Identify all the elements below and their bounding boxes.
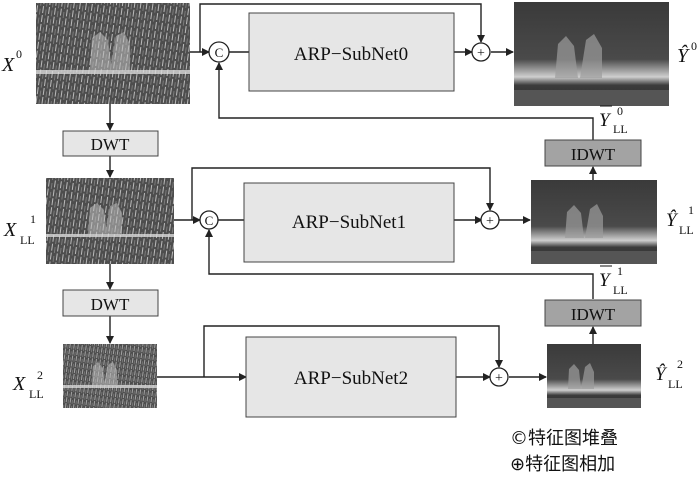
idwt1-box: IDWT: [544, 299, 642, 327]
subnet1-label: ARP−SubNet1: [292, 212, 406, 233]
label-x2-sup: 2: [37, 368, 43, 382]
add-node-level0: +: [471, 42, 491, 62]
label-ybar1-sub: LL: [613, 283, 628, 297]
label-ybar1-sup: 1: [617, 264, 623, 278]
feedback-level0: [215, 62, 594, 140]
input-image-x2: [63, 344, 157, 408]
output-image-y1: [531, 180, 657, 264]
dwt1-box: DWT: [62, 130, 159, 157]
add-node-level1: +: [480, 210, 500, 230]
label-ybar0-sub: LL: [613, 122, 628, 136]
subnet0-box: ARP−SubNet0: [248, 12, 455, 92]
label-y1-sub: LL: [679, 223, 694, 237]
feedback-level1: [205, 229, 594, 299]
label-ybar1: Y 1 LL: [599, 264, 628, 297]
label-x2-base: X: [12, 373, 26, 395]
label-x2: X 2 LL: [12, 368, 44, 401]
connectors: [106, 3, 597, 381]
dwt1-label: DWT: [91, 135, 130, 154]
idwt0-label: IDWT: [571, 145, 616, 164]
concat-node-level1: C: [199, 210, 219, 230]
skip-level0: [199, 3, 485, 52]
label-ybar1-base: Y: [599, 270, 612, 291]
legend-add: ⊕特征图相加: [510, 454, 615, 475]
subnet1-box: ARP−SubNet1: [243, 182, 455, 263]
label-y2-base: Ŷ: [655, 363, 668, 385]
subnet0-label: ARP−SubNet0: [294, 44, 408, 65]
label-y2: Ŷ 2 LL: [655, 357, 683, 391]
label-y1: Ŷ 1 LL: [666, 203, 694, 237]
add-symbol: +: [495, 371, 503, 386]
label-x1-sub: LL: [20, 233, 35, 247]
label-x1-sup: 1: [30, 212, 36, 226]
label-y0: Ŷ 0: [677, 39, 697, 67]
concat-symbol: C: [205, 213, 214, 228]
output-image-y2: [547, 344, 641, 408]
label-x1-base: X: [3, 219, 17, 241]
label-y1-base: Ŷ: [666, 209, 679, 231]
label-x0-base: X: [1, 54, 15, 76]
dwt2-label: DWT: [91, 295, 130, 314]
skip-level2: [203, 325, 503, 377]
add-node-level2: +: [489, 367, 509, 387]
subnet2-box: ARP−SubNet2: [245, 336, 457, 418]
legend-concat: ©特征图堆叠: [510, 428, 618, 449]
label-ybar0-base: Y: [599, 110, 612, 131]
label-y2-sup: 2: [677, 357, 683, 371]
input-image-x1: [46, 178, 174, 264]
add-symbol: +: [477, 46, 485, 61]
label-x2-sub: LL: [29, 387, 44, 401]
skip-level1: [191, 167, 494, 220]
label-y2-sub: LL: [668, 377, 683, 391]
label-ybar0-sup: 0: [617, 104, 623, 118]
label-x0: X 0: [1, 47, 22, 76]
legend: ©特征图堆叠 ⊕特征图相加: [510, 428, 618, 475]
output-image-y0: [514, 2, 669, 106]
label-ybar0: Y 0 LL: [599, 104, 628, 136]
concat-symbol: C: [215, 45, 224, 60]
dwt2-box: DWT: [62, 289, 159, 317]
subnet2-label: ARP−SubNet2: [294, 368, 408, 389]
label-y0-base: Ŷ: [677, 44, 690, 67]
idwt0-box: IDWT: [544, 139, 642, 167]
concat-node-level0: C: [208, 41, 230, 63]
idwt1-label: IDWT: [571, 305, 616, 324]
label-y0-sup: 0: [691, 39, 697, 53]
input-image-x0: [36, 3, 190, 104]
label-y1-sup: 1: [688, 203, 694, 217]
label-x1: X 1 LL: [3, 212, 36, 247]
label-x0-sup: 0: [16, 47, 22, 61]
add-symbol: +: [486, 214, 494, 229]
